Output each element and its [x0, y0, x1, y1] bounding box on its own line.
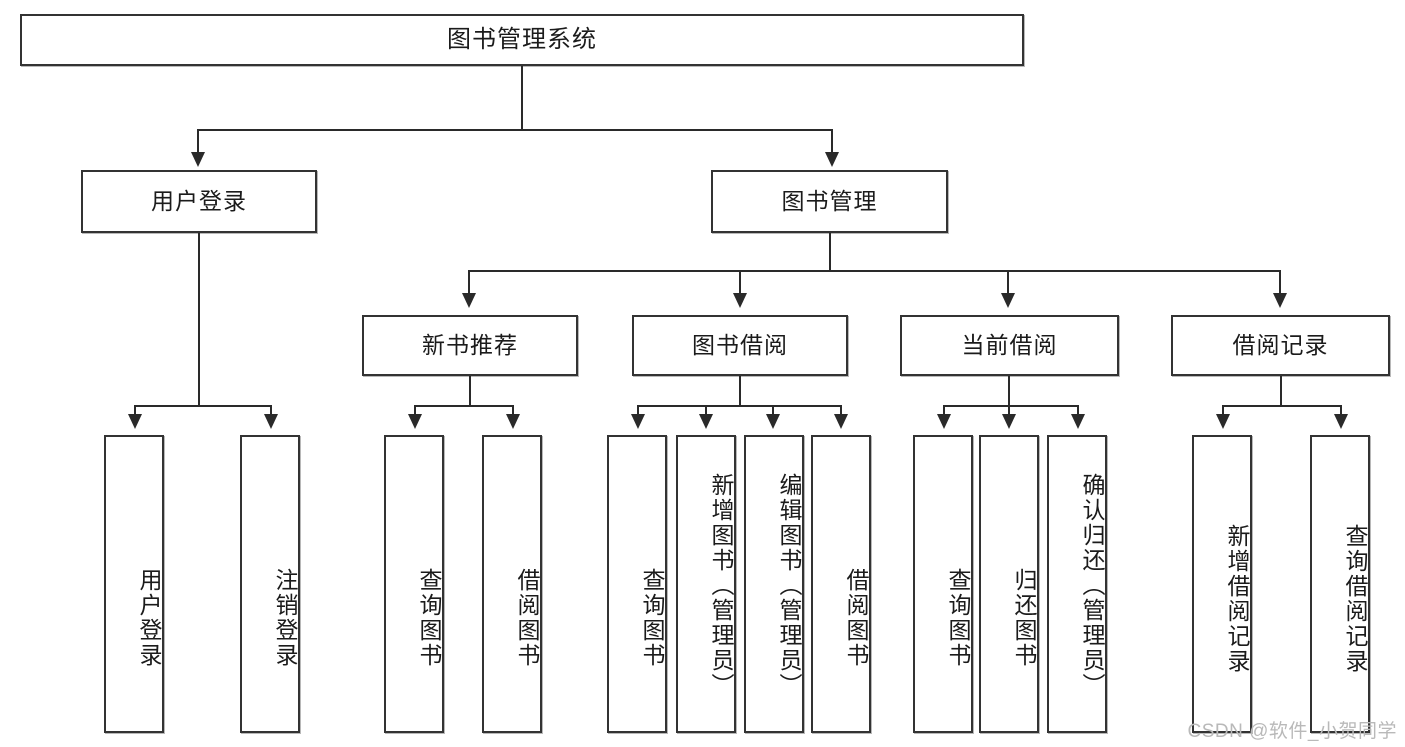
leaf-cb-confirm-return-admin[interactable]: 确认归还（管理员）	[1047, 435, 1107, 733]
connector-user-login-drop-1	[134, 405, 136, 417]
connector-cb-stem	[1008, 376, 1010, 405]
node-label: 查询图书	[945, 568, 971, 668]
node-label: 图书借阅	[692, 331, 788, 358]
node-user-login[interactable]: 用户登录	[81, 170, 317, 233]
connector-bb-stem	[739, 376, 741, 405]
node-label: 查询图书	[416, 568, 442, 668]
node-label: 编辑图书（管理员）	[776, 472, 802, 698]
connector-bb-drop-1	[637, 405, 639, 417]
connector-cb-drop-3	[1077, 405, 1079, 417]
node-label: 新增借阅记录	[1224, 524, 1250, 674]
leaf-user-login[interactable]: 用户登录	[104, 435, 164, 733]
arrow-icon-to-user-login	[191, 152, 205, 167]
connector-bm-drop-1	[468, 270, 470, 295]
leaf-bb-query-books[interactable]: 查询图书	[607, 435, 667, 733]
connector-root-stem	[521, 66, 523, 129]
arrow-icon-to-book-borrow	[733, 293, 747, 308]
arrow-icon-cb-leaf-2	[1002, 414, 1016, 429]
leaf-nbr-borrow-books[interactable]: 借阅图书	[482, 435, 542, 733]
connector-br-stem	[1280, 376, 1282, 405]
node-label: 当前借阅	[961, 331, 1058, 358]
node-label: 查询借阅记录	[1342, 524, 1368, 674]
node-label: 借阅记录	[1232, 331, 1329, 358]
leaf-logout[interactable]: 注销登录	[240, 435, 300, 733]
connector-bb-drop-3	[772, 405, 774, 417]
connector-cb-drop-2	[1008, 405, 1010, 417]
leaf-br-query-record[interactable]: 查询借阅记录	[1310, 435, 1370, 733]
node-label: 用户登录	[151, 187, 247, 214]
node-label: 借阅图书	[843, 568, 869, 668]
connector-nbr-stem	[469, 376, 471, 405]
connector-book-management-stem	[829, 233, 831, 270]
connector-bb-drop-2	[705, 405, 707, 417]
arrow-icon-bb-leaf-4	[834, 414, 848, 429]
node-label: 新书推荐	[422, 331, 518, 358]
node-label: 图书管理系统	[447, 25, 597, 53]
connector-nbr-bus	[414, 405, 514, 407]
node-root-book-management-system[interactable]: 图书管理系统	[20, 14, 1024, 66]
arrow-icon-cb-leaf-3	[1071, 414, 1085, 429]
node-book-management[interactable]: 图书管理	[711, 170, 948, 233]
connector-bm-drop-4	[1279, 270, 1281, 295]
node-label: 用户登录	[136, 568, 162, 668]
node-label: 新增图书（管理员）	[708, 472, 734, 698]
leaf-cb-return-books[interactable]: 归还图书	[979, 435, 1039, 733]
arrow-icon-bb-leaf-3	[766, 414, 780, 429]
connector-br-bus	[1222, 405, 1341, 407]
node-book-borrow[interactable]: 图书借阅	[632, 315, 848, 376]
connector-bm-drop-3	[1007, 270, 1009, 295]
connector-root-drop-2	[831, 129, 833, 154]
node-label: 借阅图书	[514, 568, 540, 668]
connector-user-login-bus	[134, 405, 271, 407]
connector-root-drop-1	[197, 129, 199, 154]
connector-book-management-bus	[468, 270, 1280, 272]
connector-br-drop-2	[1340, 405, 1342, 417]
node-label: 注销登录	[272, 568, 298, 668]
connector-user-login-stem	[198, 233, 200, 407]
arrow-icon-to-current-borrow	[1001, 293, 1015, 308]
connector-nbr-drop-1	[414, 405, 416, 417]
arrow-icon-to-new-book-recommend	[462, 293, 476, 308]
leaf-bb-borrow-books[interactable]: 借阅图书	[811, 435, 871, 733]
connector-bm-drop-2	[739, 270, 741, 295]
connector-bb-drop-4	[840, 405, 842, 417]
arrow-icon-to-user-login-leaf	[128, 414, 142, 429]
leaf-bb-add-book-admin[interactable]: 新增图书（管理员）	[676, 435, 736, 733]
leaf-br-add-record[interactable]: 新增借阅记录	[1192, 435, 1252, 733]
node-current-borrow[interactable]: 当前借阅	[900, 315, 1119, 376]
arrow-icon-bb-leaf-2	[699, 414, 713, 429]
leaf-cb-query-books[interactable]: 查询图书	[913, 435, 973, 733]
arrow-icon-to-book-management	[825, 152, 839, 167]
connector-br-drop-1	[1222, 405, 1224, 417]
leaf-nbr-query-books[interactable]: 查询图书	[384, 435, 444, 733]
arrow-icon-to-borrow-record	[1273, 293, 1287, 308]
arrow-icon-cb-leaf-1	[937, 414, 951, 429]
node-new-book-recommend[interactable]: 新书推荐	[362, 315, 578, 376]
node-label: 归还图书	[1011, 568, 1037, 668]
arrow-icon-br-leaf-2	[1334, 414, 1348, 429]
node-label: 查询图书	[639, 568, 665, 668]
connector-cb-drop-1	[943, 405, 945, 417]
node-borrow-record[interactable]: 借阅记录	[1171, 315, 1390, 376]
arrow-icon-bb-leaf-1	[631, 414, 645, 429]
arrow-icon-nbr-leaf-1	[408, 414, 422, 429]
connector-root-bus	[197, 129, 833, 131]
node-label: 图书管理	[781, 187, 878, 214]
connector-bb-bus	[637, 405, 842, 407]
watermark-text: CSDN @软件_小贺同学	[1187, 721, 1397, 742]
connector-cb-bus	[943, 405, 1077, 407]
node-label: 确认归还（管理员）	[1079, 472, 1105, 698]
arrow-icon-br-leaf-1	[1216, 414, 1230, 429]
connector-nbr-drop-2	[512, 405, 514, 417]
arrow-icon-nbr-leaf-2	[506, 414, 520, 429]
arrow-icon-to-logout-leaf	[264, 414, 278, 429]
leaf-bb-edit-book-admin[interactable]: 编辑图书（管理员）	[744, 435, 804, 733]
connector-user-login-drop-2	[270, 405, 272, 417]
